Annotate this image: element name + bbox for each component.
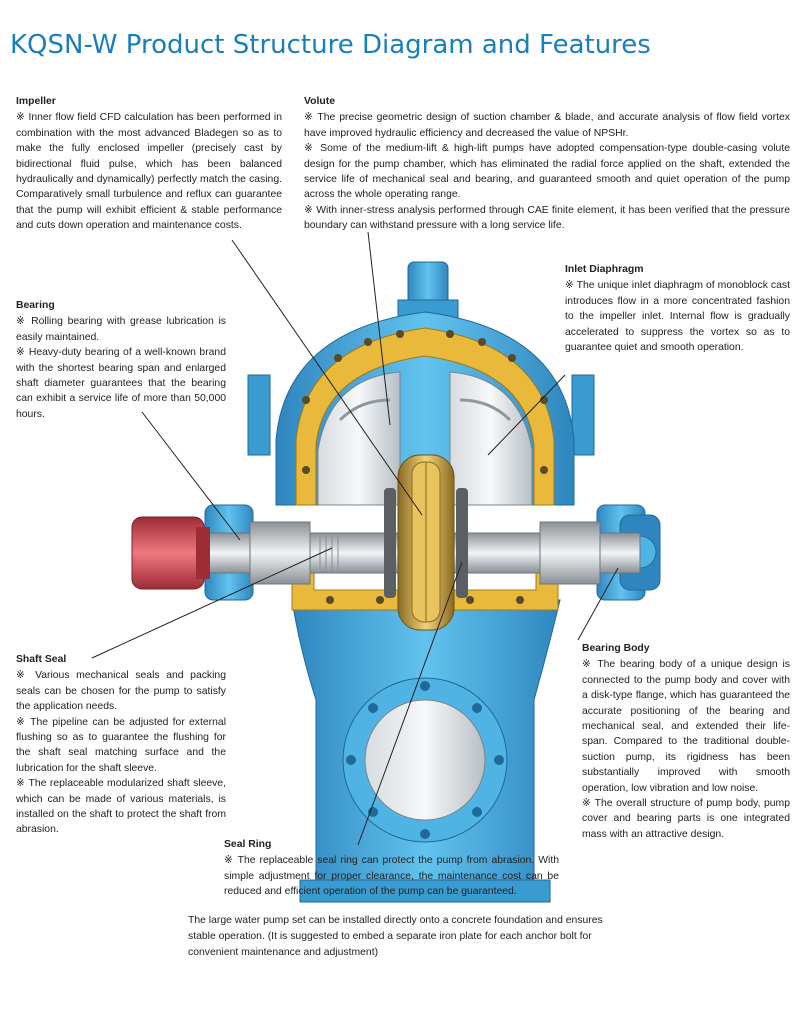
leader-shaft-seal	[91, 547, 333, 659]
bearing-heading: Bearing	[16, 300, 55, 311]
leader-seal-ring	[357, 561, 463, 846]
seal-ring-text: ※ The replaceable seal ring can protect …	[224, 855, 559, 898]
bearing-body-text-2: ※ The overall structure of pump body, pu…	[582, 798, 790, 840]
bearing-body-heading: Bearing Body	[582, 643, 650, 654]
shaft-seal-section: Shaft Seal ※ Various mechanical seals an…	[16, 652, 226, 838]
shaft-seal-heading: Shaft Seal	[16, 654, 67, 665]
leader-impeller	[231, 239, 423, 516]
bearing-section: Bearing ※ Rolling bearing with grease lu…	[16, 298, 226, 422]
casing-flange	[291, 327, 559, 611]
volute-section: Volute ※ The precise geometric design of…	[304, 94, 790, 234]
inlet-diaphragm-text: ※ The unique inlet diaphragm of monobloc…	[565, 280, 790, 354]
leader-bearing	[141, 411, 241, 541]
coupling	[131, 516, 210, 590]
volute-heading: Volute	[304, 96, 335, 107]
leader-lines	[91, 231, 619, 846]
leader-bearing-body	[577, 567, 619, 641]
volute-text-2: ※ Some of the medium-lift & high-lift pu…	[304, 143, 790, 201]
seal-ring-section: Seal Ring ※ The replaceable seal ring ca…	[224, 837, 559, 900]
seal-ring-heading: Seal Ring	[224, 839, 272, 850]
bearing-text-1: ※ Rolling bearing with grease lubricatio…	[16, 316, 226, 343]
shaft-seal-text-3: ※ The replaceable modularized shaft slee…	[16, 778, 226, 836]
impeller-section: Impeller ※ Inner flow field CFD calculat…	[16, 94, 282, 234]
impeller-heading: Impeller	[16, 96, 56, 107]
bearing-text-2: ※ Heavy-duty bearing of a well-known bra…	[16, 347, 226, 420]
volute-text-1: ※ The precise geometric design of suctio…	[304, 112, 790, 139]
volute-text-3: ※ With inner-stress analysis performed t…	[304, 204, 790, 232]
shaft-seal-text-1: ※ Various mechanical seals and packing s…	[16, 670, 226, 713]
shaft-seal-text-2: ※ The pipeline can be adjusted for exter…	[16, 716, 226, 774]
impeller	[397, 454, 455, 631]
inlet-diaphragm	[317, 371, 533, 506]
bearing-body-text-1: ※ The bearing body of a unique design is…	[582, 659, 790, 794]
inlet-diaphragm-section: Inlet Diaphragm ※ The unique inlet diaph…	[565, 262, 790, 355]
bearing-body-section: Bearing Body ※ The bearing body of a uni…	[582, 641, 790, 842]
impeller-text: ※ Inner flow field CFD calculation has b…	[16, 112, 282, 232]
leader-inlet-diaphragm	[487, 374, 566, 456]
footer-note: The large water pump set can be installe…	[188, 915, 603, 958]
leader-volute	[367, 231, 391, 426]
inlet-diaphragm-heading: Inlet Diaphragm	[565, 264, 644, 275]
page-title: KQSN-W Product Structure Diagram and Fea…	[10, 30, 651, 60]
